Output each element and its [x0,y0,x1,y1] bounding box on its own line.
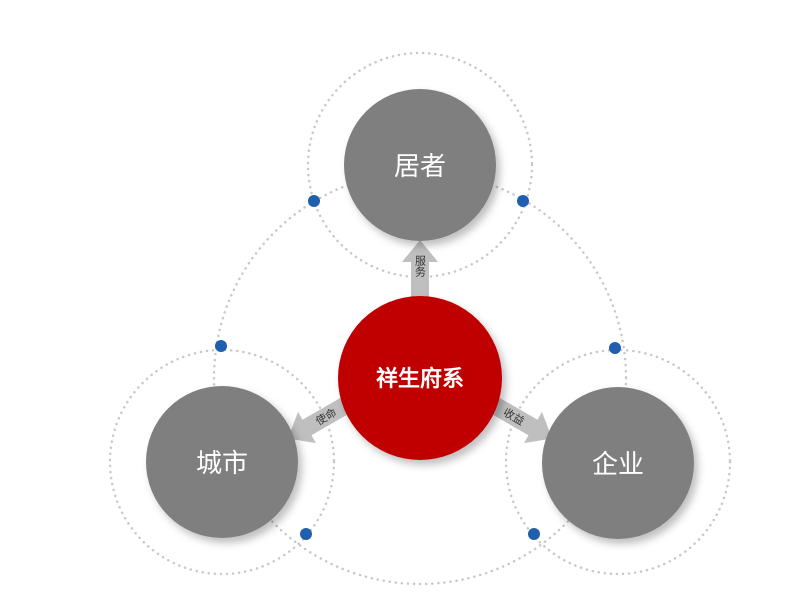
connector-dot [308,195,320,207]
node-resident-label: 居者 [394,152,446,182]
arrow-benefit: 收益 [489,397,553,444]
node-enterprise [542,387,694,539]
node-city-label: 城市 [196,449,248,479]
svg-text:服务: 服务 [414,255,427,277]
ring-city [108,348,336,576]
node-city [146,386,298,538]
connector-dot [517,195,529,207]
node-enterprise-label: 企业 [592,450,644,480]
center-node [338,296,502,460]
arrow-service: 服务 [402,240,438,300]
node-resident [344,89,496,241]
connector-dot [300,528,312,540]
arrow-mission: 使命 [287,397,351,444]
connector-dot [609,342,621,354]
center-label: 祥生府系 [376,366,464,392]
connector-dot [215,340,227,352]
connector-dot [528,528,540,540]
ring-enterprise [504,348,732,576]
